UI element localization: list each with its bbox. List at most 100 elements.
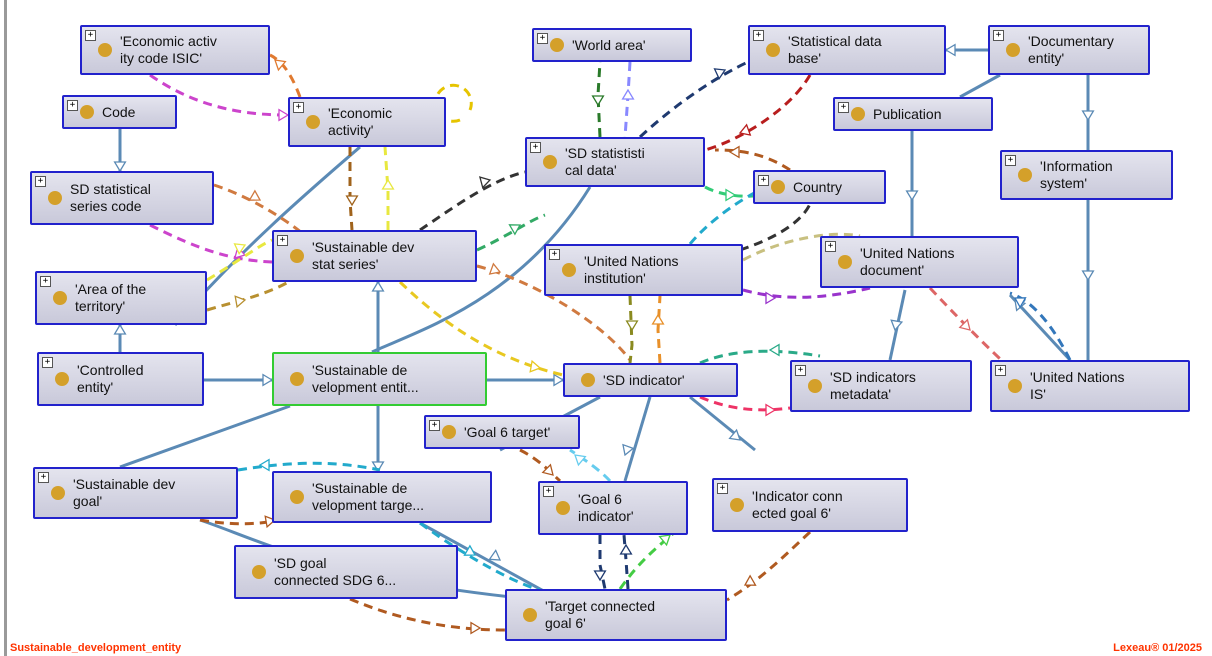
node-united-nations-institution[interactable]: + 'United Nations institution': [544, 244, 743, 296]
edge-arrowhead: [574, 454, 587, 467]
class-dot-icon: [53, 291, 67, 305]
expand-icon[interactable]: +: [543, 486, 554, 497]
expand-icon[interactable]: +: [717, 483, 728, 494]
node-economic-activity-code-isic[interactable]: + 'Economic activ ity code ISIC': [80, 25, 270, 75]
expand-icon[interactable]: +: [40, 276, 51, 287]
node-label: 'Economic activ ity code ISIC': [120, 33, 217, 66]
structural-edge: [419, 521, 561, 602]
expand-icon[interactable]: +: [277, 235, 288, 246]
relation-edge: [742, 232, 861, 262]
edge-arrowhead: [743, 574, 757, 586]
expand-icon[interactable]: +: [85, 30, 96, 41]
edge-arrowhead: [278, 108, 290, 122]
node-sustainable-dev-stat-series[interactable]: +'Sustainable dev stat series': [272, 230, 477, 282]
node-label: Country: [793, 178, 843, 195]
class-dot-icon: [581, 373, 595, 387]
node-label: 'SD indicators metadata': [830, 369, 916, 402]
node-publication[interactable]: + Publication: [833, 97, 993, 131]
edge-arrowhead: [488, 262, 502, 275]
edge-arrowhead: [890, 319, 904, 332]
edge-arrowhead: [658, 534, 671, 547]
expand-icon[interactable]: +: [429, 420, 440, 431]
node-sustainable-dev-goal[interactable]: +'Sustainable dev goal': [33, 467, 238, 519]
relation-edge: [569, 448, 612, 483]
expand-icon[interactable]: +: [42, 357, 53, 368]
node-label: 'United Nations institution': [584, 253, 679, 286]
expand-icon[interactable]: +: [537, 33, 548, 44]
node-country[interactable]: + Country: [753, 170, 886, 204]
expand-icon[interactable]: +: [293, 102, 304, 113]
expand-icon[interactable]: +: [549, 249, 560, 260]
class-dot-icon: [543, 155, 557, 169]
expand-icon[interactable]: +: [993, 30, 1004, 41]
edge-arrowhead: [233, 243, 247, 256]
edge-arrowhead: [905, 190, 919, 202]
node-united-nations-is[interactable]: +'United Nations IS': [990, 360, 1190, 412]
node-sustainable-development-target[interactable]: 'Sustainable de velopment targe...: [272, 471, 492, 523]
expand-icon[interactable]: +: [1005, 155, 1016, 166]
class-dot-icon: [51, 486, 65, 500]
relation-edge: [628, 295, 634, 364]
node-controlled-entity[interactable]: +'Controlled entity': [37, 352, 204, 406]
node-sd-goal-connected-sdg-6[interactable]: 'SD goal connected SDG 6...: [234, 545, 458, 599]
expand-icon[interactable]: +: [838, 102, 849, 113]
class-dot-icon: [290, 249, 304, 263]
edge-arrowhead: [345, 195, 359, 207]
node-area-of-the-territory[interactable]: + 'Area of the territory': [35, 271, 207, 325]
node-sd-indicators-metadata[interactable]: + 'SD indicators metadata': [790, 360, 972, 412]
edge-arrowhead: [1013, 297, 1027, 309]
class-dot-icon: [442, 425, 456, 439]
node-label: 'SD goal connected SDG 6...: [274, 555, 397, 588]
structural-edge: [623, 396, 652, 482]
node-label: 'Goal 6 target': [464, 423, 551, 440]
node-target-connected-goal-6[interactable]: 'Target connected goal 6': [505, 589, 727, 641]
edge-arrowhead: [508, 224, 522, 236]
node-goal-6-indicator[interactable]: +'Goal 6 indicator': [538, 481, 688, 535]
relation-edge: [656, 295, 662, 364]
node-label: 'Area of the territory': [75, 281, 147, 314]
expand-icon[interactable]: +: [38, 472, 49, 483]
node-sd-indicator[interactable]: 'SD indicator': [563, 363, 738, 397]
expand-icon[interactable]: +: [530, 142, 541, 153]
edge-arrowhead: [478, 176, 492, 189]
expand-icon[interactable]: +: [825, 241, 836, 252]
node-label: Publication: [873, 105, 942, 122]
relation-edge: [349, 597, 506, 632]
expand-icon[interactable]: +: [753, 30, 764, 41]
node-economic-activity[interactable]: +'Economic activity': [288, 97, 446, 147]
node-code[interactable]: +Code: [62, 95, 177, 129]
relation-edge: [206, 238, 273, 282]
expand-icon[interactable]: +: [995, 365, 1006, 376]
relation-edge: [598, 535, 607, 590]
relation-edge: [699, 395, 791, 412]
node-documentary-entity[interactable]: +'Documentary entity': [988, 25, 1150, 75]
relation-edge: [519, 448, 562, 483]
node-united-nations-document[interactable]: +'United Nations document': [820, 236, 1019, 288]
edge-arrowhead: [619, 543, 633, 555]
edge-arrowhead: [738, 123, 752, 136]
node-world-area[interactable]: +'World area': [532, 28, 692, 62]
expand-icon[interactable]: +: [795, 365, 806, 376]
node-statistical-data-base[interactable]: + 'Statistical data base': [748, 25, 946, 75]
node-sd-statistical-data[interactable]: +'SD statististi cal data': [525, 137, 705, 187]
expand-icon[interactable]: +: [35, 176, 46, 187]
node-label: 'Statistical data base': [788, 33, 882, 66]
node-sustainable-development-entity[interactable]: 'Sustainable de velopment entit...: [272, 352, 487, 406]
relation-edge: [618, 530, 676, 590]
class-dot-icon: [838, 255, 852, 269]
class-dot-icon: [252, 565, 266, 579]
relation-edge: [149, 73, 289, 117]
node-information-system[interactable]: +'Information system': [1000, 150, 1173, 200]
relation-edge: [476, 213, 546, 252]
relation-edge: [149, 223, 273, 264]
expand-icon[interactable]: +: [758, 175, 769, 186]
node-indicator-connected-goal-6[interactable]: +'Indicator conn ected goal 6': [712, 478, 908, 532]
relation-edge: [688, 188, 761, 245]
edge-arrowhead: [958, 318, 971, 331]
node-goal-6-target[interactable]: + 'Goal 6 target': [424, 415, 580, 449]
node-sd-statistical-series-code[interactable]: +SD statistical series code: [30, 171, 214, 225]
expand-icon[interactable]: +: [67, 100, 78, 111]
class-dot-icon: [306, 115, 320, 129]
class-dot-icon: [80, 105, 94, 119]
